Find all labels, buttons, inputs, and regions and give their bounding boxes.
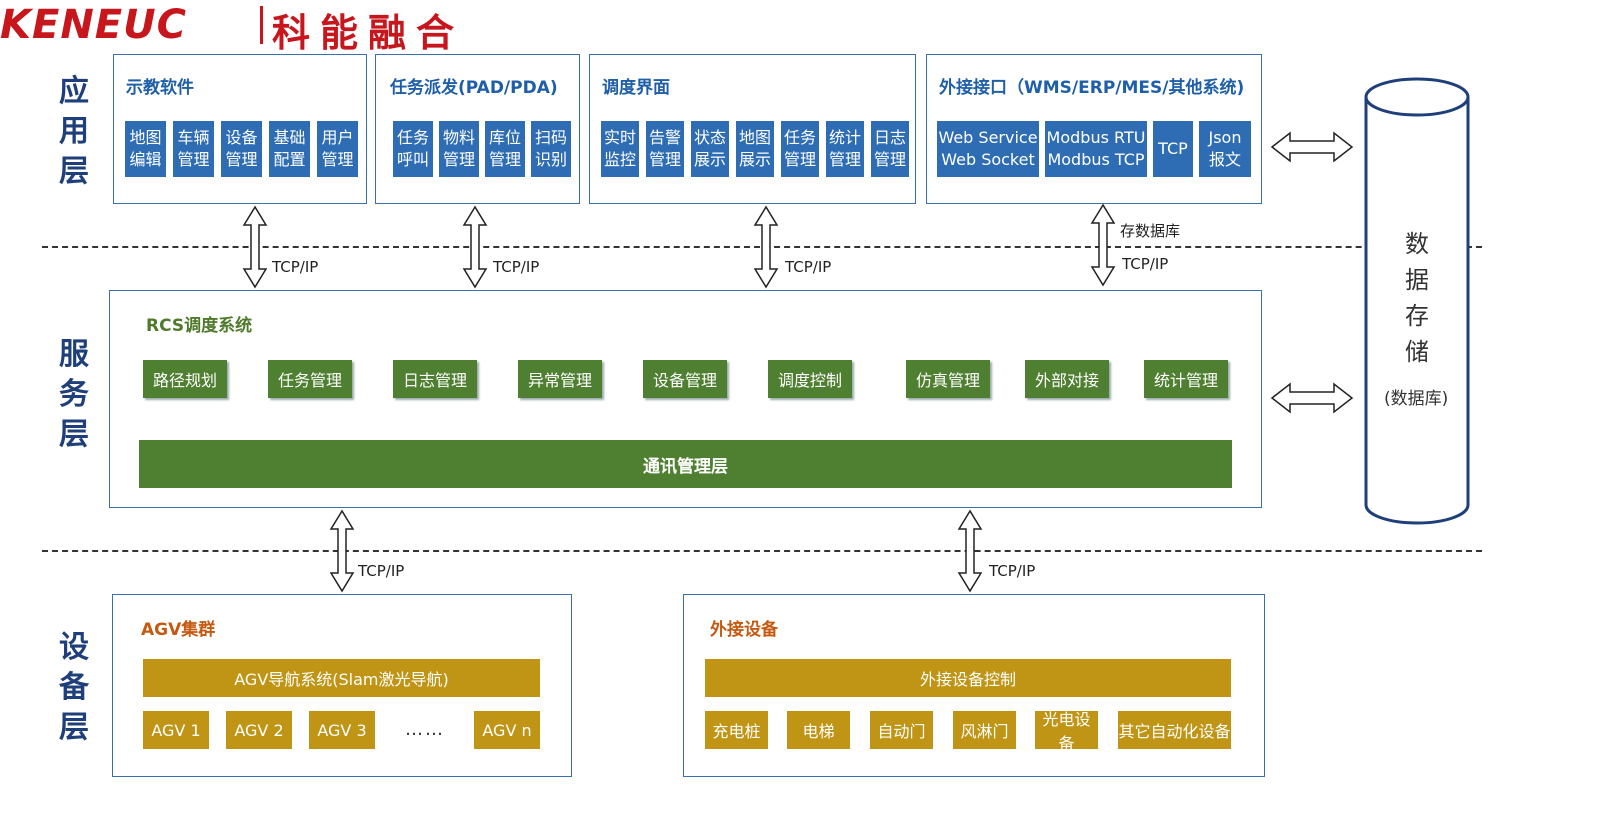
tcpip-label: TCP/IP	[785, 258, 832, 276]
agv-ellipsis: ……	[405, 719, 445, 740]
dispatch-item: 库位 管理	[485, 121, 525, 177]
external-device-item: 光电设备	[1035, 710, 1098, 753]
rcs-module: 日志管理	[393, 360, 477, 398]
external-devices-title: 外接设备	[710, 620, 778, 640]
scheduling-item: 日志 管理	[871, 121, 909, 177]
store-db-label: 存数据库	[1120, 222, 1181, 240]
teaching-item: 用户 管理	[317, 121, 358, 177]
tcpip-label: TCP/IP	[272, 258, 319, 276]
database-title: 数据存储	[1405, 230, 1429, 366]
external-devices-panel: 外接设备 外接设备控制 充电桩 电梯 自动门 风淋门 光电设备 其它自动化设备	[683, 594, 1265, 777]
external-device-item: 电梯	[787, 711, 850, 749]
layer-label-application: 应用层	[59, 74, 89, 189]
external-item: Json 报文	[1199, 121, 1251, 177]
teaching-item: 车辆 管理	[173, 121, 214, 177]
double-arrow-icon	[1091, 204, 1115, 286]
layer-label-device: 设备层	[59, 630, 89, 745]
double-arrow-icon	[330, 510, 354, 592]
rcs-system-panel: RCS调度系统 路径规划 任务管理 日志管理 异常管理 设备管理 调度控制 仿真…	[109, 290, 1262, 508]
external-device-item: 其它自动化设备	[1118, 711, 1231, 749]
rcs-module: 统计管理	[1144, 360, 1228, 398]
external-item: Web Service Web Socket	[937, 121, 1039, 177]
scheduling-item: 任务 管理	[781, 121, 819, 177]
dispatch-item: 扫码 识别	[531, 121, 571, 177]
scheduling-ui-title: 调度界面	[602, 78, 670, 98]
rcs-module: 路径规划	[143, 360, 227, 398]
logo-divider	[260, 6, 263, 44]
external-item: Modbus RTU Modbus TCP	[1045, 121, 1147, 177]
scheduling-item: 统计 管理	[826, 121, 864, 177]
external-item: TCP	[1153, 121, 1193, 177]
database-subtitle: (数据库)	[1384, 389, 1449, 409]
double-arrow-icon	[463, 206, 487, 288]
logo-latin-text: KENEUC	[0, 2, 187, 48]
tcpip-label: TCP/IP	[1122, 255, 1169, 273]
layer-label-service: 服务层	[59, 337, 89, 452]
scheduling-item: 告警 管理	[646, 121, 684, 177]
agv-unit: AGV 2	[226, 711, 292, 749]
rcs-title: RCS调度系统	[146, 316, 253, 336]
rcs-module: 调度控制	[768, 360, 852, 398]
double-arrow-icon	[1271, 383, 1353, 413]
database-cylinder-icon	[1364, 77, 1470, 525]
double-arrow-icon	[958, 510, 982, 592]
teaching-item: 地图 编辑	[125, 121, 166, 177]
scheduling-ui-panel: 调度界面 实时 监控 告警 管理 状态 展示 地图 展示 任务 管理 统计 管理…	[589, 54, 916, 204]
teaching-software-panel: 示教软件 地图 编辑 车辆 管理 设备 管理 基础 配置 用户 管理	[113, 54, 367, 204]
logo-chinese-text: 科能融合	[272, 11, 465, 55]
task-dispatch-title: 任务派发(PAD/PDA)	[390, 78, 558, 98]
external-device-item: 自动门	[870, 711, 933, 749]
scheduling-item: 状态 展示	[691, 121, 729, 177]
double-arrow-icon	[754, 206, 778, 288]
rcs-module: 设备管理	[643, 360, 727, 398]
agv-unit: AGV n	[474, 711, 540, 749]
dispatch-item: 任务 呼叫	[393, 121, 433, 177]
scheduling-item: 实时 监控	[601, 121, 639, 177]
comm-management-layer: 通讯管理层	[139, 440, 1232, 488]
teaching-software-title: 示教软件	[126, 78, 194, 98]
tcpip-label: TCP/IP	[989, 562, 1036, 580]
agv-cluster-panel: AGV集群 AGV导航系统(Slam激光导航) AGV 1 AGV 2 AGV …	[112, 594, 572, 777]
teaching-item: 设备 管理	[221, 121, 262, 177]
external-device-control: 外接设备控制	[705, 659, 1231, 697]
double-arrow-icon	[243, 206, 267, 288]
external-device-item: 风淋门	[953, 711, 1016, 749]
tcpip-label: TCP/IP	[493, 258, 540, 276]
tcpip-label: TCP/IP	[358, 562, 405, 580]
external-interface-title: 外接接口（WMS/ERP/MES/其他系统)	[939, 78, 1245, 98]
rcs-module: 仿真管理	[906, 360, 990, 398]
rcs-module: 任务管理	[268, 360, 352, 398]
scheduling-item: 地图 展示	[736, 121, 774, 177]
agv-cluster-title: AGV集群	[141, 620, 216, 640]
dispatch-item: 物料 管理	[439, 121, 479, 177]
divider-service-device	[42, 550, 1482, 552]
agv-unit: AGV 3	[309, 711, 375, 749]
rcs-module: 异常管理	[518, 360, 602, 398]
rcs-module: 外部对接	[1025, 360, 1109, 398]
external-interface-panel: 外接接口（WMS/ERP/MES/其他系统) Web Service Web S…	[926, 54, 1262, 204]
agv-nav-system: AGV导航系统(Slam激光导航)	[143, 659, 540, 697]
task-dispatch-panel: 任务派发(PAD/PDA) 任务 呼叫 物料 管理 库位 管理 扫码 识别	[375, 54, 580, 204]
teaching-item: 基础 配置	[269, 121, 310, 177]
agv-unit: AGV 1	[143, 711, 209, 749]
double-arrow-icon	[1271, 132, 1353, 162]
external-device-item: 充电桩	[705, 711, 768, 749]
